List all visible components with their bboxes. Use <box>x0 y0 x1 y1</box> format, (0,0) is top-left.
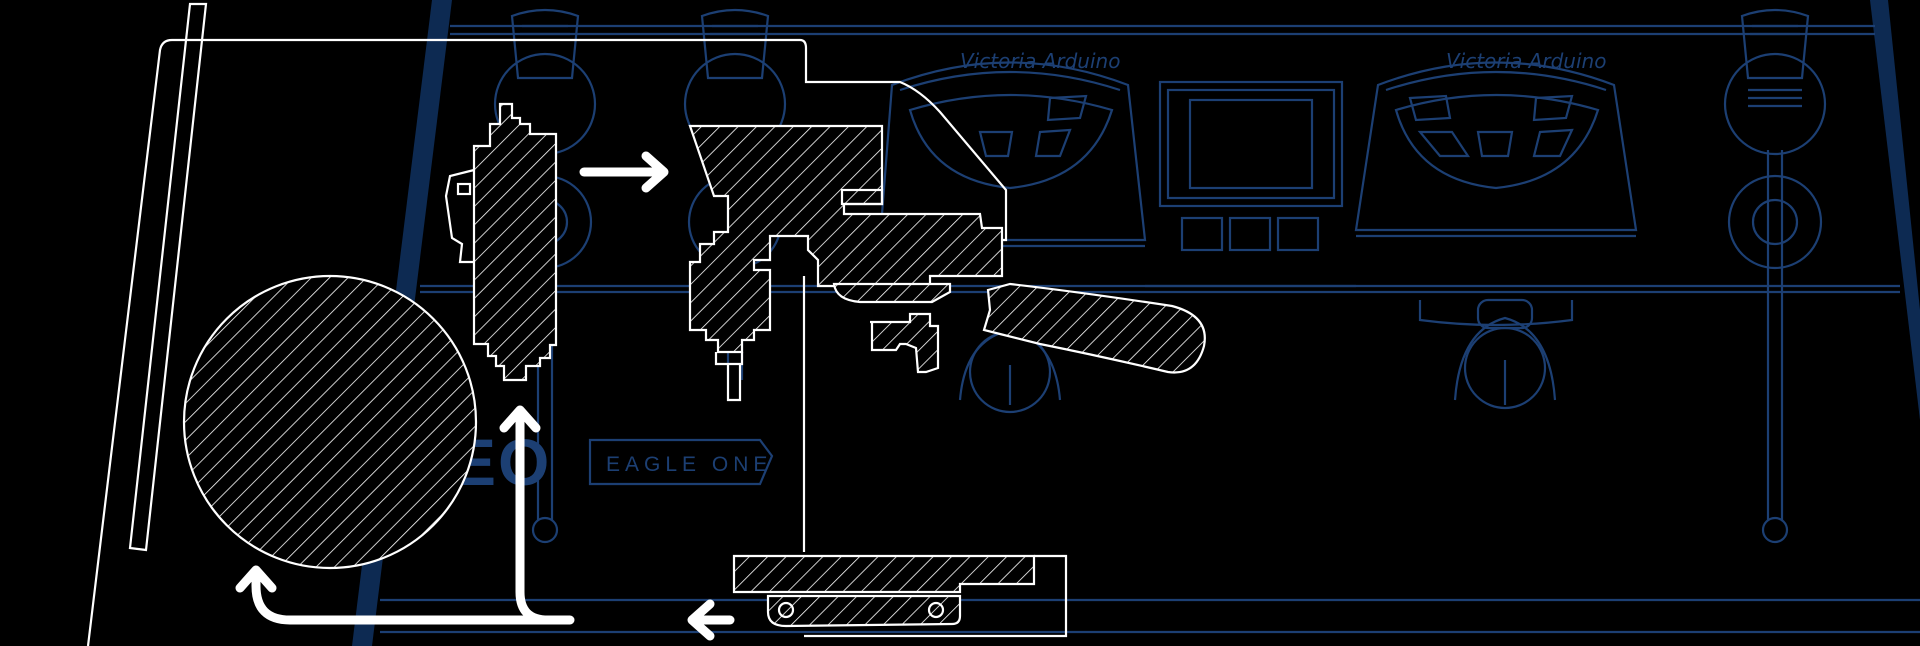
brand-label: EAGLE ONE <box>606 453 772 476</box>
arrow-curve-up-icon <box>235 565 555 625</box>
boiler-port <box>840 188 884 206</box>
brand-badge: EO EAGLE ONE <box>452 425 774 499</box>
center-display <box>1145 80 1356 288</box>
right-frame-stripe <box>1870 0 1920 420</box>
pump-assembly <box>472 102 558 382</box>
steam-knob-3 <box>1723 8 1827 544</box>
portafilter-body <box>870 312 940 374</box>
drip-tray-top <box>732 554 1036 594</box>
group-logo-1: Victoria Arduino <box>960 49 1120 73</box>
portafilter-handle <box>982 282 1206 374</box>
cutaway-diagram <box>86 2 1206 646</box>
arrow-right-icon <box>579 151 669 193</box>
side-panel-strip <box>128 2 208 552</box>
group-logo-2: Victoria Arduino <box>1446 49 1606 73</box>
arrow-left-icon <box>687 599 735 641</box>
boiler-outlet-pipe <box>726 364 742 402</box>
drip-tray-frame <box>804 554 1068 638</box>
boiler-block <box>688 124 1004 354</box>
pump-side-valve <box>444 168 475 264</box>
outer-frame <box>86 38 1008 646</box>
group-head-2: Victoria Arduino <box>1354 49 1638 410</box>
water-tank <box>182 274 478 570</box>
pump-valve-nub <box>456 182 472 196</box>
drip-tray-base <box>766 594 962 628</box>
group-collar <box>832 282 952 304</box>
group-head-1: Victoria Arduino <box>878 49 1147 414</box>
